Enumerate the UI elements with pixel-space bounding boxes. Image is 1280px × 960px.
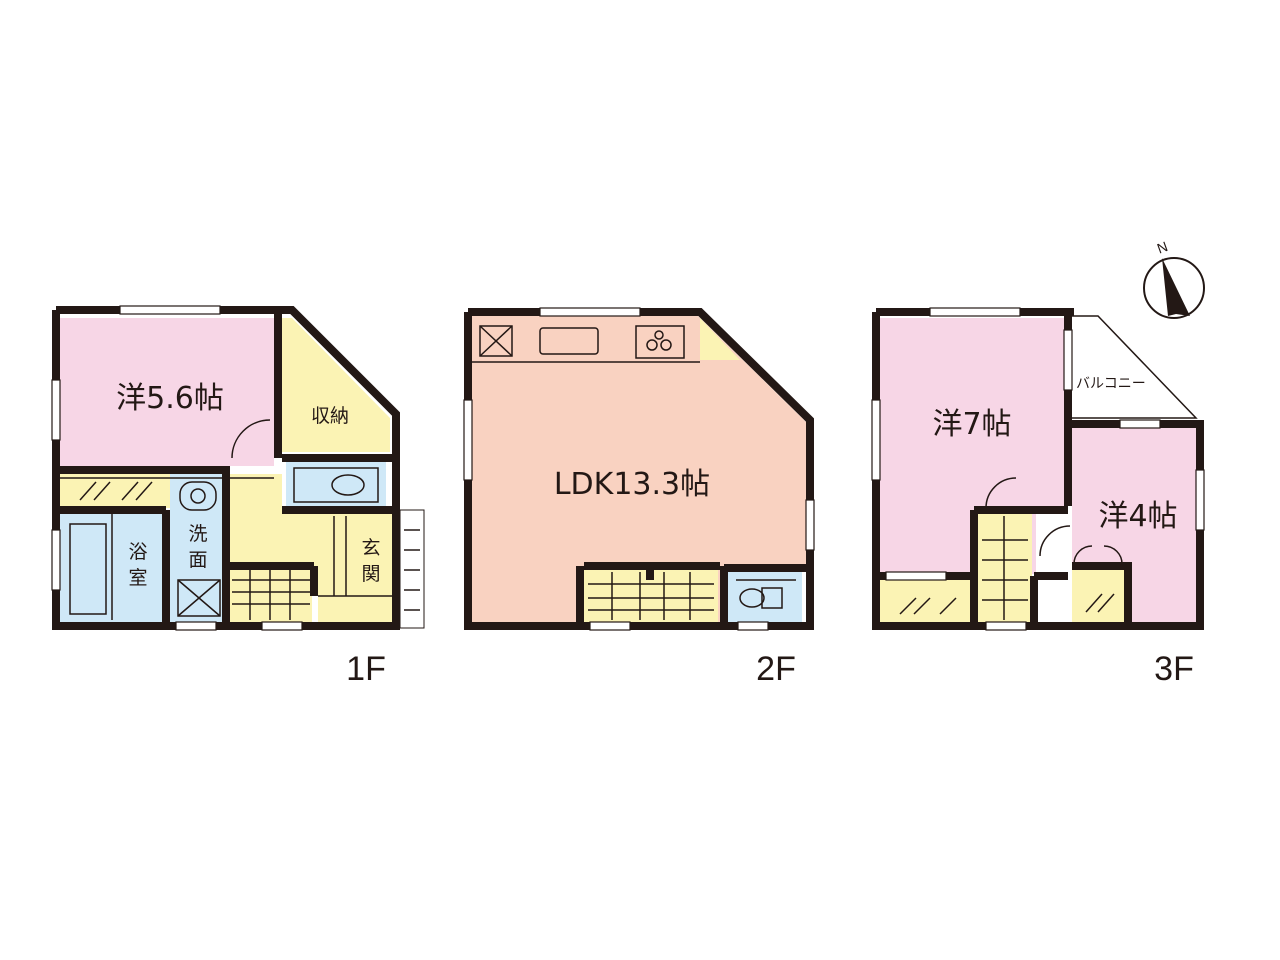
storage-1f bbox=[282, 318, 390, 452]
stairs-1f bbox=[230, 568, 312, 622]
north-compass: N bbox=[1143, 238, 1205, 319]
western-room-1f bbox=[56, 318, 274, 466]
pantry-2f bbox=[700, 318, 740, 360]
stairs-3f bbox=[978, 514, 1032, 622]
room-label-ldk: LDK13.3帖 bbox=[554, 467, 710, 502]
room-label-entrance-1: 玄 bbox=[361, 537, 380, 559]
compass-needle-icon bbox=[1162, 258, 1190, 316]
closet-3f-left bbox=[880, 580, 970, 622]
room-label-western-4: 洋4帖 bbox=[1098, 499, 1177, 534]
room-label-balcony: バルコニー bbox=[1076, 376, 1146, 392]
floor-3-plan: 洋7帖 洋4帖 バルコニー 3F bbox=[871, 307, 1205, 688]
ldk-lower-2f bbox=[468, 560, 580, 622]
hall-3f bbox=[1036, 514, 1072, 574]
room-label-storage: 収納 bbox=[311, 405, 349, 427]
toilet-1f bbox=[286, 460, 386, 508]
toilet-2f bbox=[728, 570, 802, 622]
room-label-western-5.6: 洋5.6帖 bbox=[116, 381, 224, 416]
floor-2-plan: LDK13.3帖 2F bbox=[463, 307, 815, 688]
floor-label-2f: 2F bbox=[756, 650, 796, 688]
floor-label-1f: 1F bbox=[346, 650, 386, 688]
room-label-entrance-2: 関 bbox=[361, 563, 380, 585]
hall-1f bbox=[228, 474, 396, 622]
room-label-wash-1: 洗 bbox=[188, 523, 207, 545]
room-label-western-7: 洋7帖 bbox=[932, 407, 1011, 442]
closet-3f-right bbox=[1072, 568, 1126, 622]
room-label-bath-1: 浴 bbox=[128, 541, 147, 563]
ldk-2f bbox=[468, 316, 806, 622]
room-label-wash-2: 面 bbox=[188, 549, 207, 571]
compass-north-label: N bbox=[1155, 238, 1170, 256]
room-label-bath-2: 室 bbox=[128, 567, 147, 589]
floor-label-3f: 3F bbox=[1154, 650, 1194, 688]
balcony-3f bbox=[1069, 315, 1198, 419]
floor-1-plan: 洋5.6帖 収納 浴 室 洗 面 玄 関 1F bbox=[51, 305, 425, 688]
